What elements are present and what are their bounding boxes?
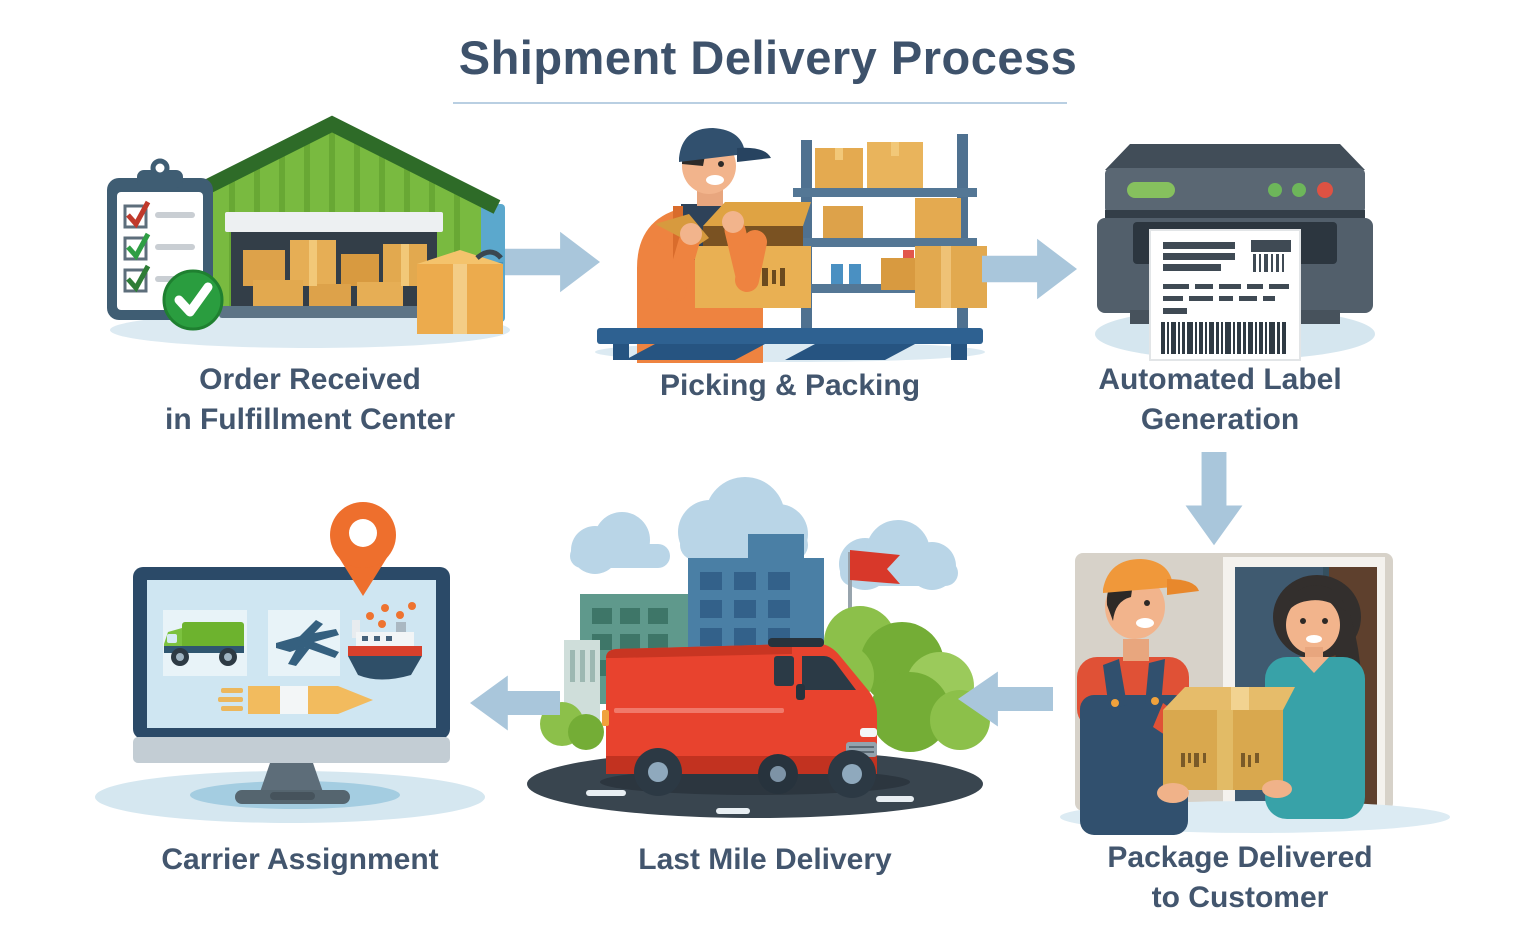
doorstep-handoff-icon — [1060, 553, 1450, 835]
location-pin-icon — [330, 502, 396, 596]
check-badge-icon — [162, 269, 224, 331]
label-line: in Fulfillment Center — [164, 402, 455, 436]
label-carrier-assignment: Carrier Assignment — [100, 840, 500, 880]
barcode — [1161, 322, 1286, 354]
label-last-mile: Last Mile Delivery — [565, 840, 965, 880]
warehouse-checklist-icon — [107, 115, 510, 348]
front-box — [417, 249, 503, 334]
ship-icon — [348, 602, 422, 680]
down-arrow-icon — [1185, 452, 1243, 546]
order-received-illustration — [95, 112, 525, 352]
label-automated-label: Automated Label Generation — [1040, 360, 1400, 439]
label-picking-packing: Picking & Packing — [585, 366, 995, 406]
arrow-label-to-delivered — [1182, 452, 1246, 547]
last-mile-illustration — [520, 472, 990, 827]
delivery-van-city-icon — [527, 477, 990, 818]
label-package-delivered: Package Delivered to Customer — [1060, 838, 1420, 917]
package-delivered-illustration — [1055, 545, 1465, 835]
shipping-label — [1149, 229, 1301, 361]
warehouse-building — [163, 115, 501, 318]
plane-icon — [268, 610, 340, 676]
shelf-rack — [793, 134, 987, 332]
label-line: Order Received — [199, 363, 421, 396]
label-line: Automated Label — [1098, 363, 1342, 396]
right-arrow-icon — [982, 238, 1077, 300]
label-line: to Customer — [1151, 880, 1329, 914]
arrow-lastmile-to-carrier — [470, 672, 560, 734]
label-line: Carrier Assignment — [161, 843, 439, 876]
carrier-selection-monitor-icon — [95, 502, 485, 823]
stacked-boxes — [243, 240, 427, 306]
title-underline — [453, 102, 1067, 104]
page-title: Shipment Delivery Process — [458, 31, 1078, 84]
label-generation-illustration — [1075, 122, 1395, 372]
banner-arrow — [218, 686, 373, 714]
monitor — [133, 567, 450, 804]
right-arrow-icon — [505, 231, 600, 293]
package-box — [1157, 687, 1295, 803]
bushes — [540, 606, 990, 752]
worker-arms — [639, 211, 767, 302]
carrier-assignment-illustration — [90, 482, 510, 832]
label-printer-icon — [1095, 144, 1375, 361]
worker-packing-icon — [595, 128, 987, 363]
label-line: Last Mile Delivery — [638, 843, 892, 876]
packing-table — [597, 328, 983, 360]
red-flag — [848, 550, 900, 612]
delivery-man — [1077, 559, 1233, 835]
delivery-van — [600, 638, 910, 798]
truck-icon — [163, 610, 247, 676]
arrow-picking-to-label — [982, 235, 1077, 303]
label-line: Generation — [1140, 402, 1300, 436]
label-line: Picking & Packing — [659, 369, 921, 402]
left-arrow-icon — [958, 671, 1053, 727]
left-arrow-icon — [470, 675, 560, 731]
arrow-order-to-picking — [505, 228, 600, 296]
label-order-received: Order Received in Fulfillment Center — [95, 360, 525, 439]
picking-packing-illustration — [585, 118, 995, 363]
label-line: Package Delivered — [1107, 841, 1373, 874]
arrow-delivered-to-lastmile — [958, 668, 1053, 730]
